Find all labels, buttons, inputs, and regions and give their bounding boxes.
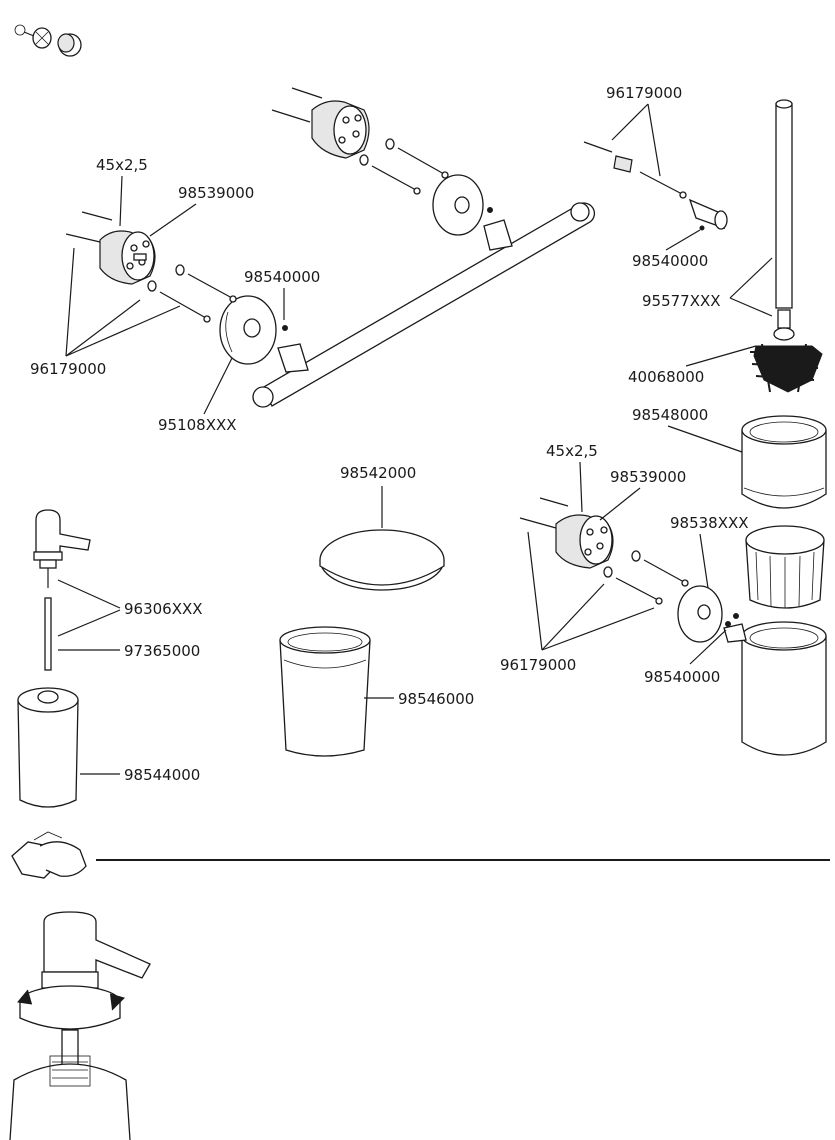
tube-label: 97365000 xyxy=(124,642,200,660)
brush-holder-mount: 96179000 98540000 xyxy=(583,84,728,270)
glass-bowl-label: 98548000 xyxy=(632,406,708,424)
brush-handle: 95577XXX xyxy=(642,99,793,317)
wall-holder-left xyxy=(65,211,237,323)
towel-bar-rod xyxy=(252,202,596,408)
holder-label-bottom: 98539000 xyxy=(610,468,686,486)
inner-basket-label: 98538XXX xyxy=(670,514,749,532)
dispenser-bottle: 98544000 xyxy=(17,687,200,808)
wall-holder-bottom: 45x2,5 98539000 96179000 98540000 xyxy=(500,442,747,686)
grub-screw-label-bottom: 98540000 xyxy=(644,668,720,686)
tumbler-label: 98546000 xyxy=(398,690,474,708)
brush-container xyxy=(741,621,827,756)
bolts-label-bottom: 96179000 xyxy=(500,656,576,674)
bolts-label-left: 96179000 xyxy=(30,360,106,378)
grub-screw-label-left: 98540000 xyxy=(244,268,320,286)
tools-icon xyxy=(14,24,82,57)
towel-bar-assembly xyxy=(65,87,596,408)
pump-label: 96306XXX xyxy=(124,600,203,618)
glass-bowl: 98548000 xyxy=(632,406,827,509)
brush-head: 40068000 xyxy=(628,309,823,393)
inner-basket: 98538XXX xyxy=(670,514,825,609)
holder-label-left: 98539000 xyxy=(178,184,254,202)
tumbler: 98546000 xyxy=(279,626,474,757)
handle-rod-label: 95577XXX xyxy=(642,292,721,310)
grub-screw-label-top-right: 98540000 xyxy=(632,252,708,270)
bolts-label-top-right: 96179000 xyxy=(606,84,682,102)
plug-size-label-bottom: 45x2,5 xyxy=(546,442,598,460)
plug-size-label-left: 45x2,5 xyxy=(96,156,148,174)
rosette-left xyxy=(219,295,288,365)
rosette-label: 95108XXX xyxy=(158,416,237,434)
towel-bar-labels: 45x2,5 98539000 98540000 96179000 95108X… xyxy=(30,156,320,434)
soap-tube: 97365000 xyxy=(44,597,200,671)
hand-cloth-icon xyxy=(11,831,87,879)
wall-holder-right xyxy=(271,87,449,195)
cover-disc: 98542000 xyxy=(319,464,445,591)
brush-head-label: 40068000 xyxy=(628,368,704,386)
dispenser-bottle-label: 98544000 xyxy=(124,766,200,784)
rosette-right xyxy=(432,174,493,236)
pump-removal-illustration xyxy=(9,911,151,1140)
soap-pump: 96306XXX xyxy=(33,509,203,637)
cover-disc-label: 98542000 xyxy=(340,464,416,482)
